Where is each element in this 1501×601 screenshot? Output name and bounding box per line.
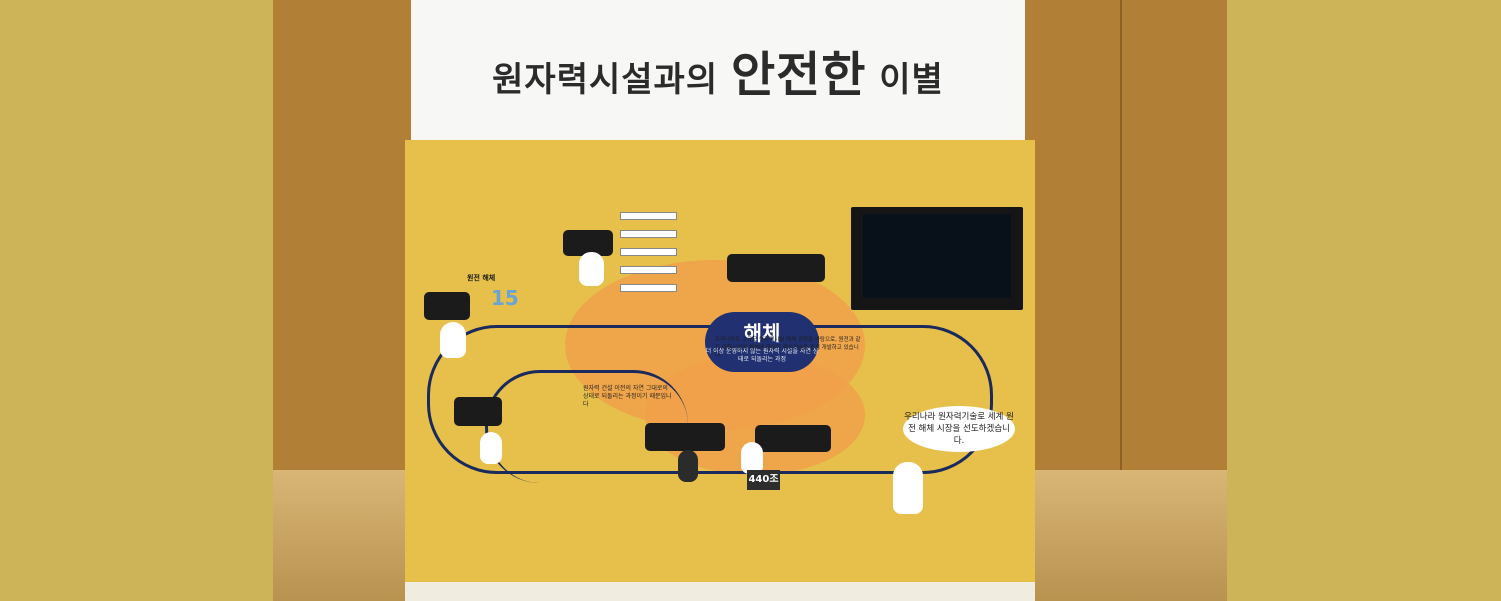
mascot-character: [440, 322, 466, 358]
center-title: 해체: [743, 321, 781, 345]
return-text: 원자력 건설 이전의 자연 그대로의 상태로 되돌리는 과정이기 때문입니다: [583, 385, 672, 408]
wall-panel: [1120, 0, 1227, 470]
mascot-character: [579, 252, 604, 286]
process-step: [620, 248, 677, 256]
sign-title: 원자력시설과의 안전한 이별: [492, 35, 944, 105]
korea-text: 우리나라도 소규모 원자력시설 해체 경험을 바탕으로, 원전과 같은 대형시설…: [715, 337, 861, 359]
wall-panel: [1025, 0, 1122, 470]
process-step: [620, 284, 677, 292]
speech-bubble: [424, 292, 470, 320]
tv-screen: [863, 214, 1011, 298]
main-bubble-text: 우리나라 원자력기술로 세계 원전 해체 시장을 선도하겠습니다.: [904, 412, 1014, 446]
mascot-character: [480, 432, 502, 464]
speech-bubble: [727, 254, 825, 282]
board-base: [405, 582, 1035, 601]
route-line: [485, 370, 688, 483]
mascot-character: [893, 462, 923, 514]
title-end-text: 이별: [879, 60, 944, 100]
speech-bubble: [645, 423, 725, 451]
mascot-character: [678, 450, 698, 482]
process-step: [620, 230, 677, 238]
title-sign: 원자력시설과의 안전한 이별: [411, 0, 1025, 140]
speech-bubble: [454, 397, 502, 426]
exhibition-photo: 원자력시설과의 안전한 이별 해체 더 이상 운영하지 않는 원자력 시설을 자…: [273, 0, 1227, 601]
number-15: 15: [491, 286, 519, 310]
center-badge: 해체 더 이상 운영하지 않는 원자력 시설을 자연 상태로 되돌리는 과정: [705, 312, 819, 372]
section-title: 원전 해체: [467, 274, 496, 282]
process-step: [620, 266, 677, 274]
title-accent-text: 안전한: [730, 47, 867, 103]
speech-bubble: [755, 425, 831, 452]
title-text: 원자력시설과의: [492, 60, 719, 100]
wall-panel: [273, 0, 415, 470]
main-speech-bubble: 우리나라 원자력기술로 세계 원전 해체 시장을 선도하겠습니다.: [903, 406, 1015, 452]
mascot-character: [741, 442, 763, 474]
process-step: [620, 212, 677, 220]
speech-bubble: [563, 230, 613, 256]
center-description: 더 이상 운영하지 않는 원자력 시설을 자연 상태로 되돌리는 과정: [705, 348, 819, 363]
amount-label: 440조: [747, 470, 780, 490]
